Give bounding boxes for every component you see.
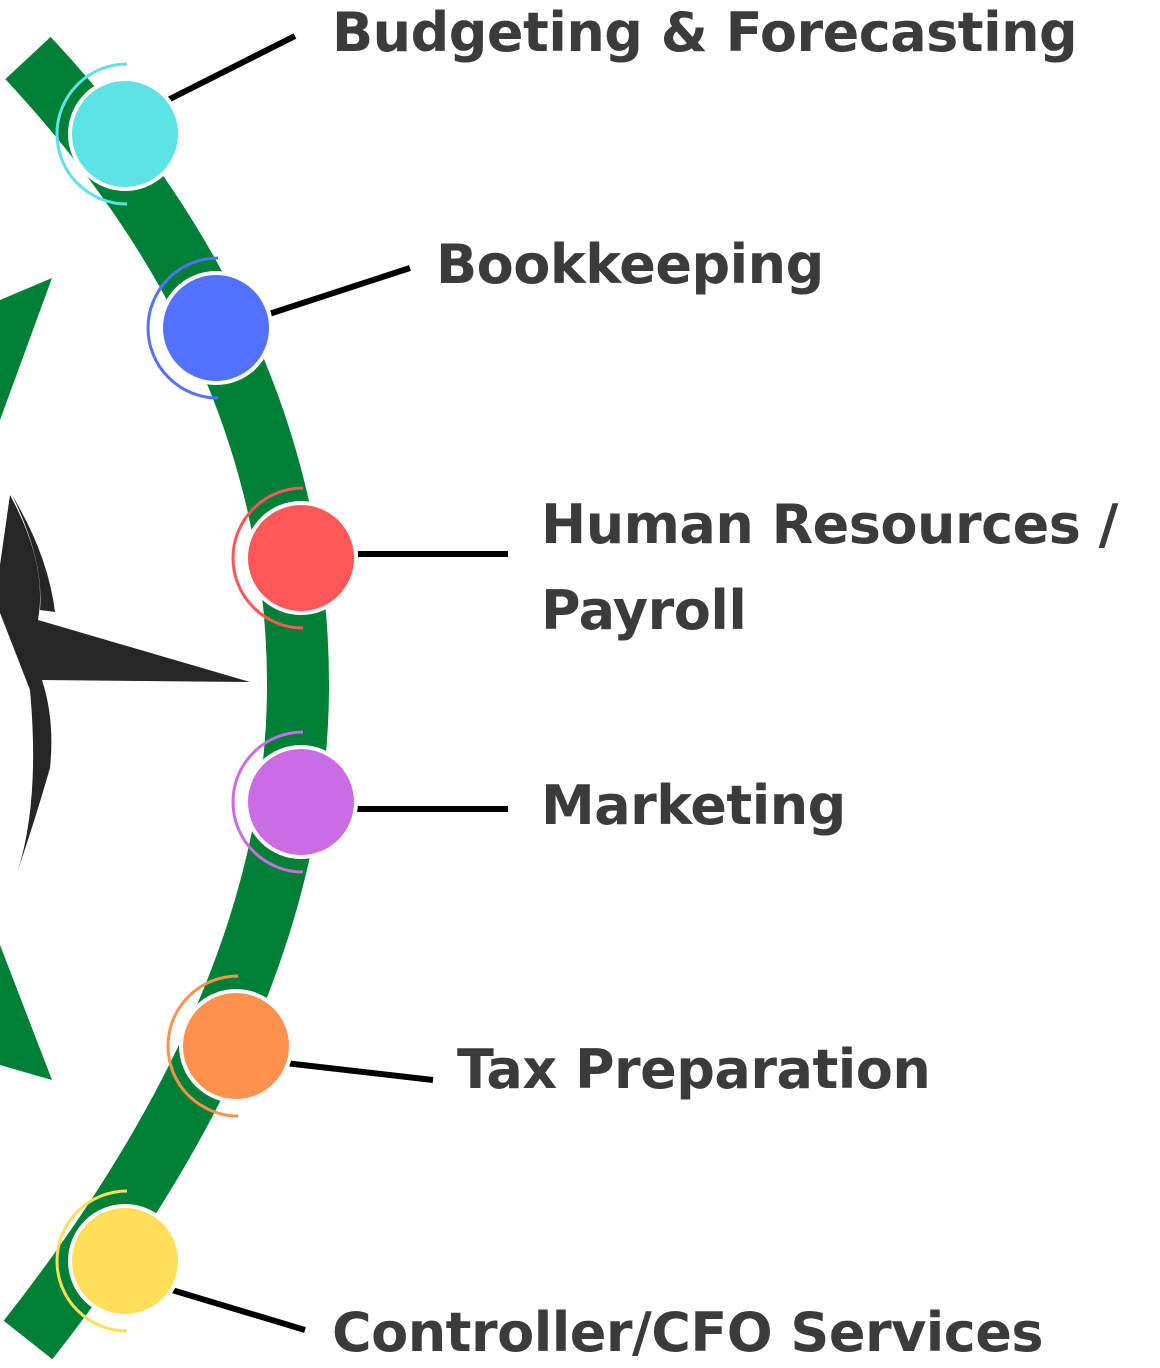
label-human-resources-payroll: Human Resources / Payroll [541, 482, 1118, 654]
node-circle [244, 501, 358, 615]
label-bookkeeping: Bookkeeping [436, 233, 824, 296]
connector-line [161, 1284, 306, 1333]
node-budgeting [55, 62, 182, 206]
node-ring [55, 62, 128, 206]
label-marketing: Marketing [541, 774, 846, 837]
timeline-arc [3, 36, 330, 1360]
label-line: Human Resources / [541, 493, 1118, 556]
label-budgeting-forecasting: Budgeting & Forecasting [332, 1, 1078, 64]
compass-green-point-lower [0, 945, 52, 1080]
node-circle [68, 77, 182, 191]
node-controller-cfo [55, 1189, 182, 1333]
label-tax-preparation: Tax Preparation [457, 1038, 931, 1101]
node-ring [166, 974, 239, 1118]
label-controller-cfo-services: Controller/CFO Services [332, 1301, 1044, 1364]
compass-needle-tip [12, 495, 55, 612]
node-ring [55, 1189, 128, 1333]
connector-line [158, 33, 297, 107]
connector-lines [158, 33, 508, 1333]
compass-logo [0, 278, 250, 1080]
label-line: Payroll [541, 579, 747, 642]
node-marketing [231, 730, 358, 874]
node-circle [244, 745, 358, 859]
node-ring [146, 256, 219, 400]
node-bookkeeping [146, 256, 273, 400]
node-ring [231, 730, 304, 874]
compass-green-point-upper [0, 278, 52, 420]
connector-line [284, 1060, 434, 1083]
node-ring [231, 486, 304, 630]
node-circle [68, 1204, 182, 1318]
node-tax-preparation [166, 974, 293, 1118]
connector-line [265, 265, 411, 318]
node-hr-payroll [231, 486, 358, 630]
node-circle [159, 271, 273, 385]
compass-dark-needle [0, 495, 250, 870]
node-circle [179, 989, 293, 1103]
